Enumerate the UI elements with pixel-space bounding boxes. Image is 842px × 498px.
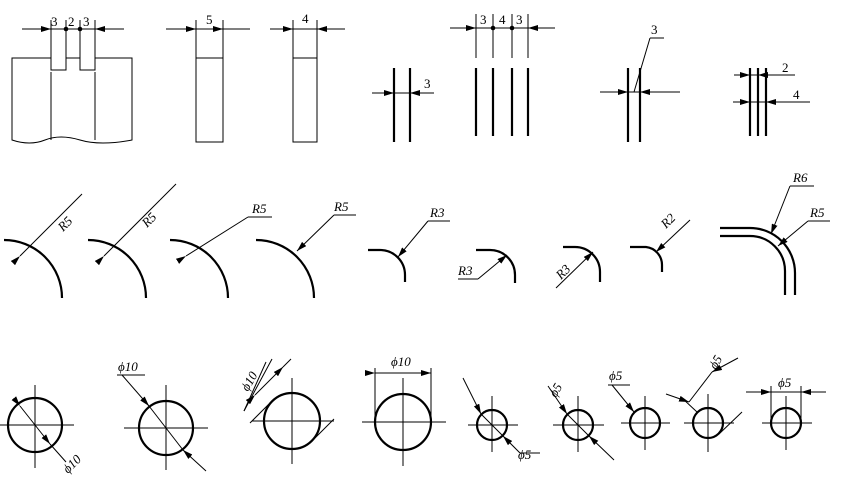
diameter-label-6: ϕ5 (546, 380, 566, 399)
diameter-label-5: ϕ5 (518, 447, 532, 462)
radius-label-6: R3 (457, 263, 473, 278)
radius-example-6: R3 (457, 248, 517, 283)
diameter-label-2: ϕ10 (118, 359, 138, 374)
linear-example-e: 3 4 3 (450, 12, 555, 136)
diameter-example-5: ϕ5 (462, 377, 540, 462)
radius-label-1: R5 (54, 213, 76, 235)
dim-label-lin-a3: 3 (83, 14, 90, 29)
dim-label-lin-a2: 2 (68, 14, 75, 29)
diameter-label-3: ϕ10 (238, 368, 261, 393)
radius-example-7: R3 (552, 245, 602, 289)
radius-example-3: R5 (169, 201, 272, 299)
radius-example-5: R3 (368, 205, 450, 282)
radius-label-4: R5 (333, 199, 349, 214)
diameter-example-9: ϕ5 (746, 375, 826, 450)
radius-label-8: R2 (657, 210, 679, 232)
linear-example-f: 3 (600, 22, 680, 142)
diameter-example-1: ϕ10 (0, 385, 84, 476)
dim-label-lin-e1: 3 (480, 12, 487, 27)
diameter-example-6: ϕ5 (546, 380, 615, 461)
radius-label-9: R6 (792, 170, 808, 185)
dim-label-lin-g1: 2 (782, 60, 789, 75)
diameter-example-3: ϕ10 (238, 358, 335, 464)
diameter-label-1: ϕ10 (60, 451, 85, 476)
dim-label-lin-a1: 3 (51, 14, 58, 29)
radius-label-10: R5 (809, 205, 825, 220)
diameter-label-7: ϕ5 (609, 368, 623, 383)
radius-example-4: R5 (255, 199, 356, 299)
linear-example-b: 5 (166, 12, 250, 143)
dim-label-lin-e3: 3 (516, 12, 523, 27)
linear-example-c: 4 (270, 11, 345, 143)
diameter-label-8: ϕ5 (706, 352, 726, 371)
radius-label-7: R3 (552, 261, 574, 283)
diameter-example-4: ϕ10 (362, 354, 446, 466)
radius-label-5: R3 (429, 205, 445, 220)
linear-example-a: 3 2 3 (11, 14, 133, 144)
linear-example-g: 2 4 (733, 60, 810, 136)
dim-label-lin-e2: 4 (499, 12, 506, 27)
diameter-example-7: ϕ5 (608, 368, 670, 450)
radius-example-8: R2 (630, 210, 691, 272)
radius-example-9: R6 R5 (720, 170, 830, 295)
radius-label-2: R5 (138, 209, 160, 231)
diameter-label-9: ϕ5 (778, 375, 792, 390)
dim-label-lin-b: 5 (206, 12, 213, 27)
dim-label-lin-d: 3 (424, 76, 431, 91)
linear-example-d: 3 (372, 68, 434, 142)
radius-example-2: R5 (87, 183, 177, 299)
radius-example-1: R5 (3, 193, 83, 299)
radius-label-3: R5 (251, 201, 267, 216)
dim-label-lin-g2: 4 (793, 87, 800, 102)
diameter-label-4: ϕ10 (391, 354, 411, 369)
dim-label-lin-f: 3 (651, 22, 658, 37)
diameter-example-8: ϕ5 (665, 352, 743, 452)
diameter-example-2: ϕ10 (117, 359, 208, 472)
dim-label-lin-c: 4 (302, 11, 309, 26)
